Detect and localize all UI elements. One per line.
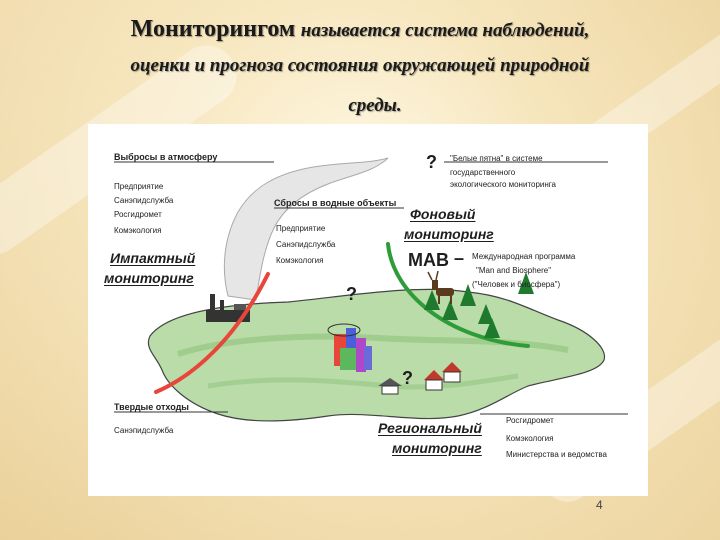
solid-waste-header: Твердые отходы [114,402,189,412]
deer-icon [427,270,454,304]
diagram-panel: Выбросы в атмосферу Предприятие Санэпидс… [88,124,648,496]
white-spots-line: экологического мониторинга [450,180,556,189]
title-bold-word: Мониторингом [130,16,296,42]
air-item: Предприятие [114,182,164,191]
solid-waste-item: Санэпидслужба [114,426,174,435]
question-mark: ? [346,284,357,304]
mab-dash: – [454,248,465,268]
background-monitoring-line1: Фоновый [410,206,476,222]
city-icon [327,323,372,372]
regional-item: Министерства и ведомства [506,450,608,459]
impact-monitoring-arc [154,272,270,394]
mab-line: ("Человек и биосфера") [472,280,561,289]
mab-label: МАВ [408,250,449,270]
land-mass [147,288,606,422]
title-line-1: Мониторингом называется система наблюден… [40,14,680,46]
air-emissions-header: Выбросы в атмосферу [114,152,218,162]
title-line-2: оценки и прогноза состояния окружающей п… [130,55,590,76]
regional-monitoring-line1: Региональный [378,420,482,436]
white-spots-question-mark: ? [426,152,437,172]
title-rest-line-1: называется система наблюдений, [300,20,590,41]
water-item: Предприятие [276,224,326,233]
background-monitoring-arc [386,242,530,348]
slide-title: Мониторингом называется система наблюден… [40,14,680,120]
regional-item: Росгидромет [506,416,554,425]
mab-line: "Man and Biosphere" [476,266,552,275]
mab-line: Международная программа [472,252,576,261]
houses-icon [378,362,462,395]
air-item: Росгидромет [114,210,162,219]
air-item: Комэкология [114,226,162,235]
smoke-plume [223,157,389,301]
water-discharges-header: Сбросы в водные объекты [274,198,397,208]
monitoring-illustration [114,157,628,422]
page-number: 4 [596,498,603,512]
question-mark: ? [402,368,413,388]
white-spots-line: государственного [450,168,516,177]
white-spots-line: "Белые пятна" в системе [450,154,543,163]
impact-monitoring-line1: Импактный [110,250,196,266]
water-item: Санэпидслужба [276,240,336,249]
trees-icon [424,272,534,338]
regional-monitoring-line2: мониторинг [392,440,482,456]
regional-item: Комэкология [506,434,554,443]
air-item: Санэпидслужба [114,196,174,205]
impact-monitoring-line2: мониторинг [104,270,194,286]
water-item: Комэкология [276,256,324,265]
title-line-3: среды. [348,95,402,116]
background-monitoring-line2: мониторинг [404,226,494,242]
